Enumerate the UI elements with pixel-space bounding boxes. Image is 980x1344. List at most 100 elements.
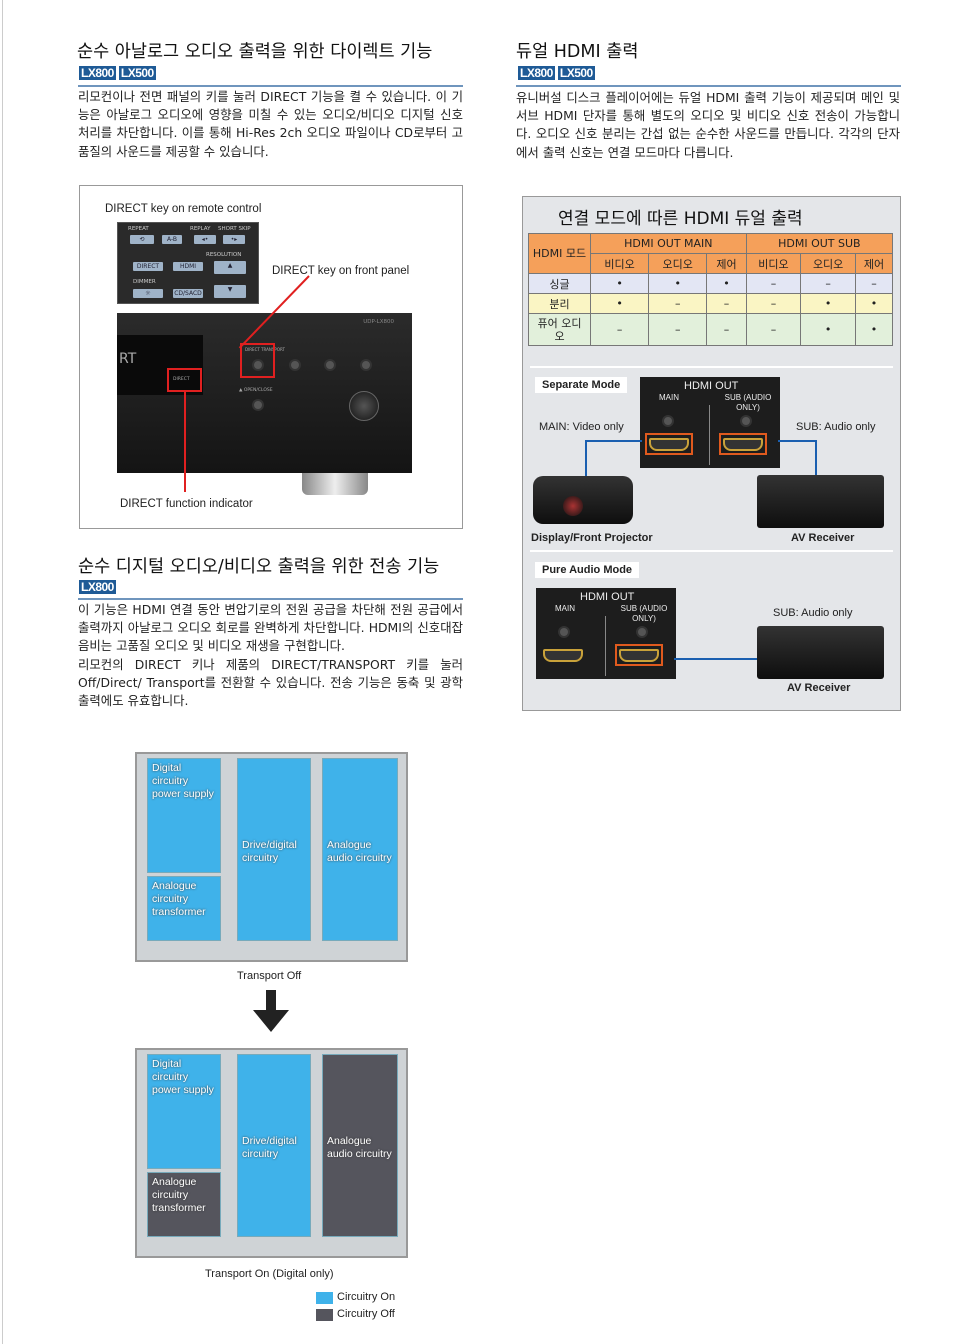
- row-mode: 퓨어 오디오: [528, 313, 591, 346]
- section-title-direct: 순수 아날로그 오디오 출력을 위한 다이렉트 기능: [77, 42, 433, 62]
- cell: •: [854, 293, 894, 314]
- open-close-label: ▲ OPEN/CLOSE: [239, 388, 273, 393]
- legend-off: Circuitry Off: [337, 1308, 395, 1320]
- hdmi-sub-port: [615, 644, 663, 666]
- sub-label: SUB (AUDIO ONLY): [724, 393, 772, 412]
- projector-image: [533, 476, 633, 524]
- block-transformer: Analogue circuitry transformer: [147, 1172, 221, 1237]
- player-model: UDP-LX800: [363, 319, 394, 325]
- hdmi-out-label: HDMI OUT: [580, 591, 635, 603]
- section-title-dual-hdmi: 듀얼 HDMI 출력: [516, 42, 639, 62]
- receiver-label: AV Receiver: [791, 532, 855, 544]
- model-badge: LX800: [79, 580, 116, 594]
- receiver-label: AV Receiver: [787, 682, 851, 694]
- divider: [78, 598, 463, 600]
- hdmi-out-panel: HDMI OUT MAIN SUB (AUDIO ONLY): [536, 588, 676, 679]
- cell: –: [648, 313, 708, 346]
- down-arrow-icon: [266, 990, 276, 1010]
- hdmi-main-port: [539, 644, 587, 666]
- hdmi-out-panel: HDMI OUT MAIN SUB (AUDIO ONLY): [640, 377, 780, 468]
- hdmi-button: HDMI: [173, 262, 203, 271]
- col-header: 오디오: [648, 253, 708, 274]
- col-header: 제어: [854, 253, 894, 274]
- cell: –: [745, 293, 802, 314]
- block-analogue-audio: Analogue audio circuitry: [322, 1054, 398, 1237]
- cell: –: [745, 313, 802, 346]
- ab-button: A-B: [162, 235, 182, 244]
- row-mode: 분리: [528, 293, 591, 314]
- replay-button: ◂•: [194, 235, 216, 244]
- cell: –: [745, 273, 802, 294]
- col-header: 비디오: [745, 253, 802, 274]
- cell: •: [589, 273, 650, 294]
- legend-swatch-off: [316, 1309, 333, 1321]
- header-main: HDMI OUT MAIN: [590, 233, 747, 254]
- receiver-image: [757, 626, 884, 679]
- direct-transport-label: DIRECT TRANSPORT: [245, 347, 285, 352]
- cdsacd-button: CD/SACD: [173, 289, 203, 298]
- cell: –: [800, 273, 856, 294]
- remote-label: DIRECT key on remote control: [105, 203, 262, 215]
- sub-note: SUB: Audio only: [773, 607, 853, 619]
- section-body: 이 기능은 HDMI 연결 동안 변압기로의 전원 공급을 차단해 전원 공급에…: [78, 602, 463, 709]
- direct-indicator: DIRECT: [173, 377, 190, 382]
- table-row: 싱글•••–––: [528, 273, 894, 294]
- row-mode: 싱글: [528, 273, 591, 294]
- hdmi-main-port: [645, 433, 693, 455]
- page-edge: [2, 0, 3, 1344]
- cell: •: [800, 313, 856, 346]
- cell: –: [648, 293, 708, 314]
- front-panel-label: DIRECT key on front panel: [272, 265, 410, 277]
- down-arrow-head-icon: [253, 1010, 289, 1032]
- section-body: 리모컨이나 전면 패널의 키를 눌러 DIRECT 기능을 켤 수 있습니다. …: [78, 89, 463, 159]
- remote-label-dimmer: DIMMER: [133, 279, 156, 285]
- skip-button: •▸: [223, 235, 245, 244]
- cell: •: [800, 293, 856, 314]
- col-header: 오디오: [800, 253, 856, 274]
- model-badge: LX800: [518, 66, 555, 80]
- player-front-image: UDP-LX800 RT DIRECT DIRECT TRANSPORT ▲ O…: [117, 313, 412, 473]
- caption-transport-on: Transport On (Digital only): [205, 1268, 334, 1280]
- col-header: 비디오: [589, 253, 650, 274]
- section-body: 유니버설 디스크 플레이어에는 듀얼 HDMI 출력 기능이 제공되며 메인 및…: [516, 90, 900, 160]
- legend-on: Circuitry On: [337, 1291, 396, 1303]
- main-note: MAIN: Video only: [539, 421, 624, 433]
- remote-label-resolution: RESOLUTION: [206, 252, 242, 258]
- repeat-button: ⟲: [130, 235, 154, 244]
- remote-label-repeat: REPEAT: [128, 226, 149, 232]
- section-title-transport: 순수 디지털 오디오/비디오 출력을 위한 전송 기능: [78, 557, 440, 577]
- cell: –: [854, 273, 894, 294]
- sub-note: SUB: Audio only: [796, 421, 876, 433]
- player-display: RT: [119, 351, 137, 367]
- direct-figure: [79, 185, 463, 529]
- divider: [78, 85, 463, 87]
- dimmer-button: ☼: [133, 289, 163, 298]
- cell: •: [648, 273, 708, 294]
- model-badges: LX800 LX500: [518, 66, 595, 80]
- col-header: 제어: [706, 253, 747, 274]
- remote-control-image: REPEAT REPLAY SHORT SKIP ⟲ A-B ◂• •▸ RES…: [117, 222, 259, 304]
- header-mode: HDMI 모드: [528, 233, 591, 274]
- chassis-transport-off: Digital circuitry power supply Analogue …: [135, 752, 408, 962]
- caption-transport-off: Transport Off: [237, 970, 302, 982]
- table-row: 분리•–––••: [528, 293, 894, 314]
- up-button: ▲: [214, 261, 246, 274]
- separate-mode-tag: Separate Mode: [535, 377, 628, 393]
- block-digital-power: Digital circuitry power supply: [147, 758, 221, 873]
- indicator-label: DIRECT function indicator: [120, 498, 253, 510]
- header-sub: HDMI OUT SUB: [745, 233, 894, 254]
- cell: •: [706, 273, 747, 294]
- main-label: MAIN: [659, 393, 679, 402]
- model-badges: LX800: [79, 580, 116, 594]
- divider: [530, 550, 893, 552]
- model-badges: LX800 LX500: [79, 66, 156, 80]
- model-badge: LX800: [79, 66, 116, 80]
- cell: –: [589, 313, 650, 346]
- table-title: 연결 모드에 따른 HDMI 듀얼 출력: [558, 209, 803, 229]
- divider: [530, 366, 893, 368]
- cell: –: [706, 293, 747, 314]
- receiver-image: [757, 475, 884, 528]
- pure-audio-mode-tag: Pure Audio Mode: [535, 562, 640, 578]
- direct-key-highlight: [240, 343, 275, 378]
- pointer-line: [184, 392, 186, 492]
